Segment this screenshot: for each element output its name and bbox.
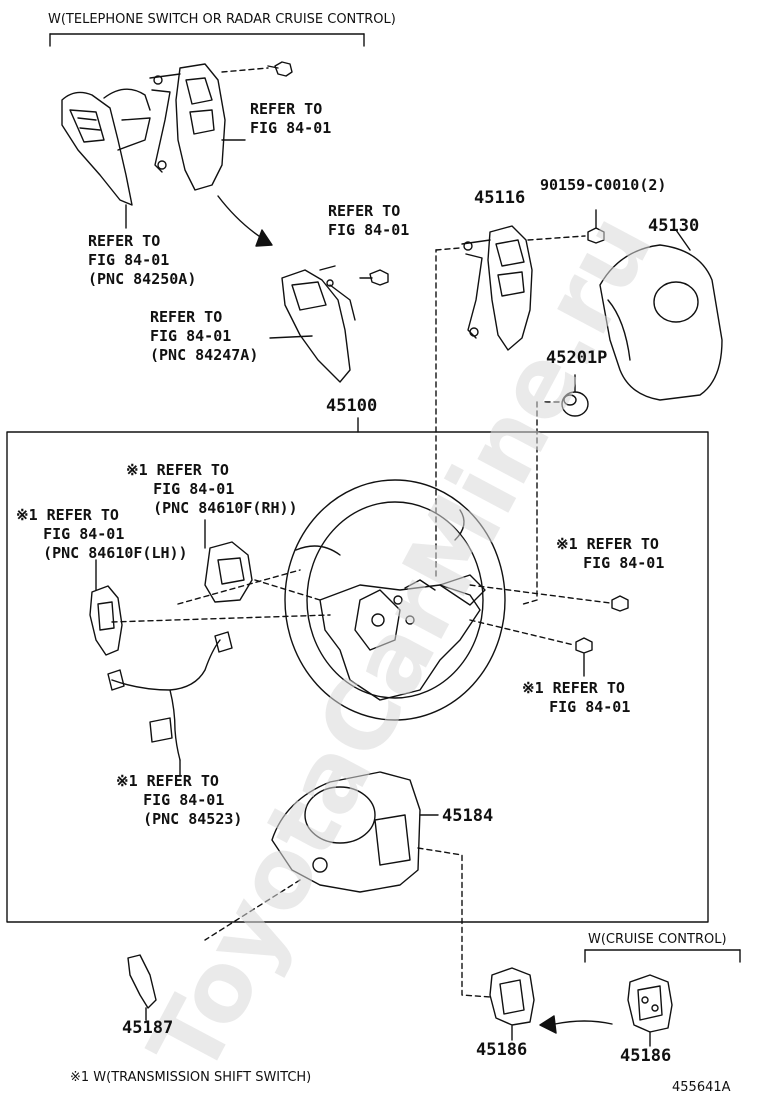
footnote: ※1 W(TRANSMISSION SHIFT SWITCH): [70, 1070, 312, 1085]
screw-icon: [469, 619, 593, 677]
shift-switch-rh-icon: [204, 519, 253, 603]
cover-45187-icon: [127, 954, 157, 1021]
steering-switch-right-icon: [149, 63, 269, 191]
ref-mid-switch: REFER TO FIG 84-01 (PNC 84247A): [150, 308, 259, 364]
ref-lh-switch: ※1 REFER TO FIG 84-01 (PNC 84610F(LH)): [16, 506, 188, 562]
screw-icon: [359, 269, 389, 286]
part-45186-left: 45186: [476, 1040, 528, 1060]
header-note: W(TELEPHONE SWITCH OR RADAR CRUISE CONTR…: [48, 12, 396, 27]
arrow-icon: [539, 1015, 613, 1034]
part-45116: 45116: [474, 188, 526, 208]
figure-id: 455641A: [672, 1080, 731, 1095]
part-45187: 45187: [122, 1018, 174, 1038]
part-90159-c0010: 90159-C0010(2): [540, 176, 667, 194]
ref-wire-harness: ※1 REFER TO FIG 84-01 (PNC 84523): [116, 772, 243, 828]
shift-switch-lh-icon: [89, 559, 123, 656]
part-45186-right: 45186: [620, 1046, 672, 1066]
steering-switch-mid-icon: [269, 265, 356, 383]
ref-right-screw-lower: ※1 REFER TO FIG 84-01: [522, 679, 631, 716]
curved-arrow-icon: [217, 195, 273, 247]
steering-switch-left-icon: [61, 88, 151, 229]
screw-icon: [587, 209, 605, 244]
ref-mid-screw: REFER TO FIG 84-01: [328, 202, 410, 239]
leader-lines-dashed: [111, 569, 331, 623]
wire-harness-icon: [107, 631, 233, 776]
bezel-45186-right-icon: [627, 974, 673, 1047]
plug-45201p-icon: [519, 374, 589, 606]
steering-switch-45116-icon: [461, 225, 586, 351]
ref-right-screw-upper: ※1 REFER TO FIG 84-01: [556, 535, 665, 572]
ref-left-switch: REFER TO FIG 84-01 (PNC 84250A): [88, 232, 197, 288]
ref-rh-switch: ※1 REFER TO FIG 84-01 (PNC 84610F(RH)): [126, 461, 298, 517]
part-45130: 45130: [648, 216, 700, 236]
lower-cover-45184-icon: [204, 771, 491, 998]
ref-top-switch: REFER TO FIG 84-01: [250, 100, 332, 137]
screw-icon: [267, 61, 293, 77]
cruise-note: W(CRUISE CONTROL): [588, 932, 727, 947]
cruise-bracket: [584, 949, 741, 963]
part-45201p: 45201P: [546, 348, 608, 368]
part-45184: 45184: [442, 806, 494, 826]
bezel-45186-left-icon: [489, 967, 535, 1041]
screw-icon: [469, 584, 629, 612]
steering-wheel-icon: [284, 247, 506, 721]
part-45100: 45100: [326, 396, 378, 416]
header-bracket: [49, 33, 365, 47]
airbag-pad-45130-icon: [599, 229, 723, 401]
